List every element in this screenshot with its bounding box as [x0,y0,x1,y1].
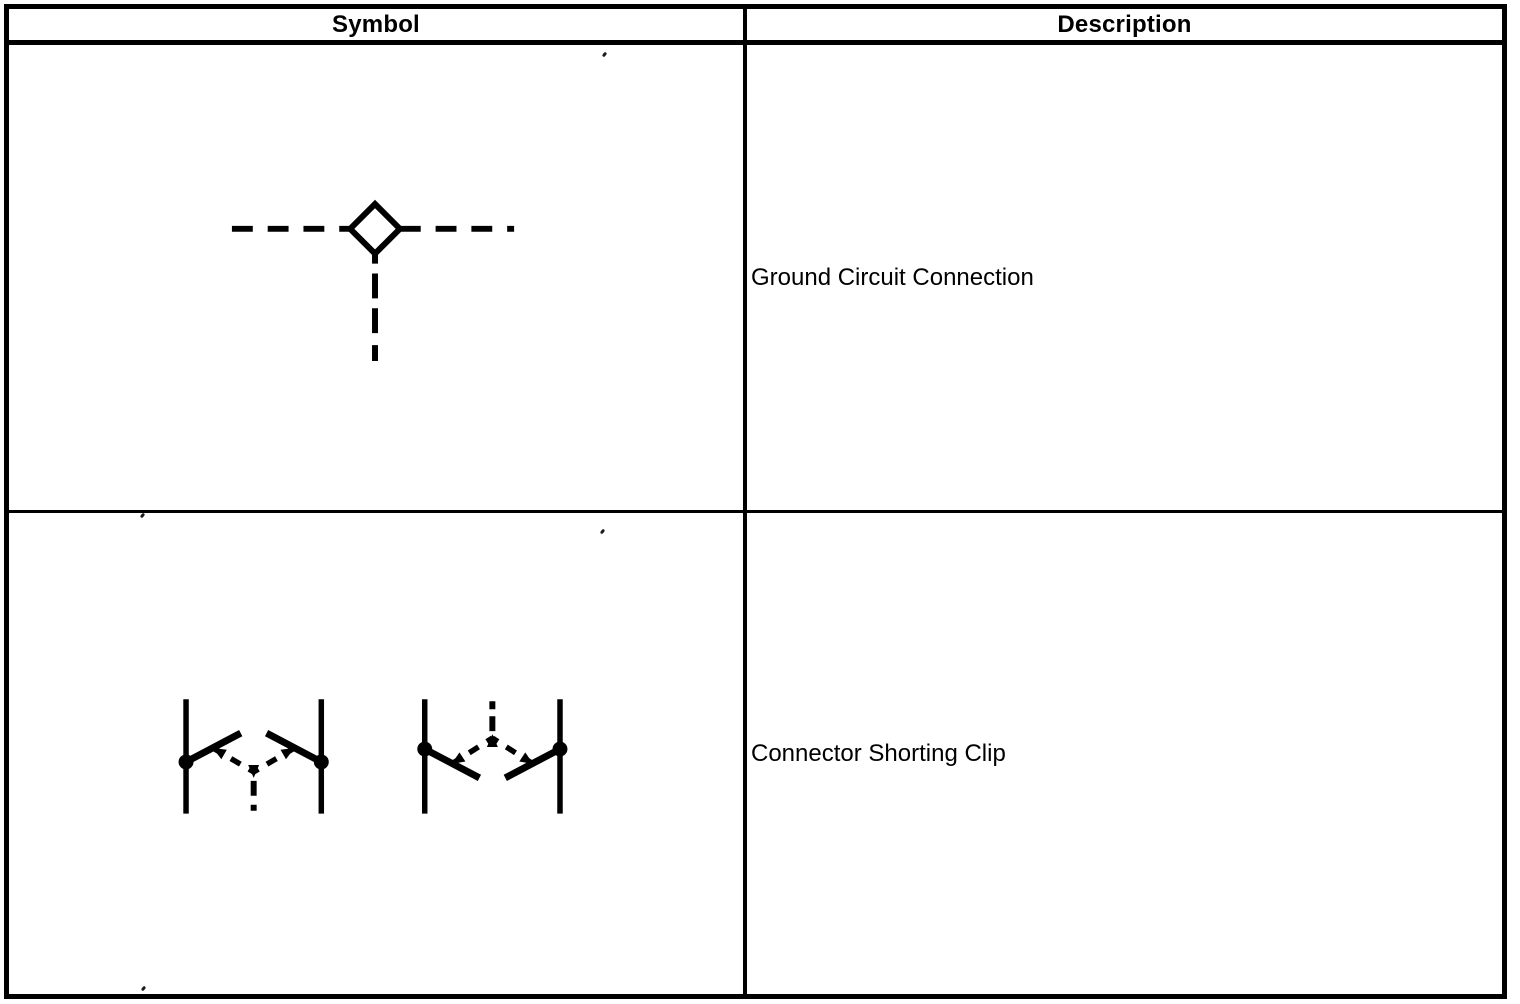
shorting-clip-down-variant [178,699,329,814]
header-cell-symbol: Symbol [9,9,747,45]
symbol-cell-connector-shorting-clip [9,513,747,994]
description-text: Connector Shorting Clip [751,739,1006,767]
shorting-clip-up-variant [417,699,568,814]
header-description-label: Description [1057,10,1192,38]
symbol-cell-ground-circuit [9,45,747,513]
description-text: Ground Circuit Connection [751,263,1034,291]
description-cell-ground-circuit: Ground Circuit Connection [747,45,1502,513]
ground-circuit-connection-symbol [231,199,515,361]
symbol-legend-table: Symbol Description Ground Circuit Connec… [4,4,1507,999]
connector-shorting-clip-symbol [178,699,568,814]
header-symbol-label: Symbol [332,10,420,38]
header-cell-description: Description [747,9,1502,45]
description-cell-connector-shorting-clip: Connector Shorting Clip [747,513,1502,994]
